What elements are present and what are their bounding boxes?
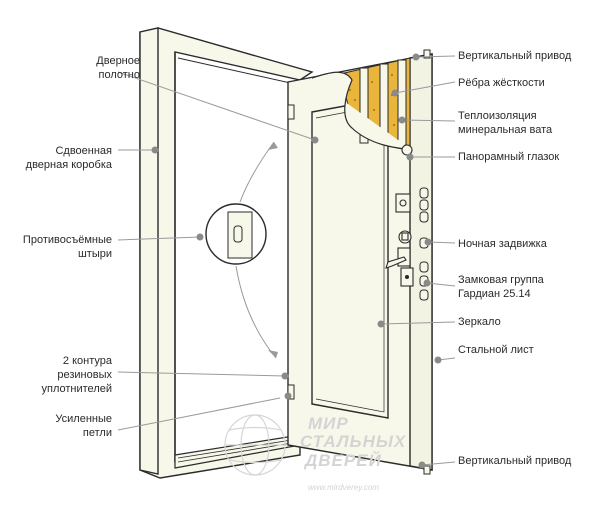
watermark-globe	[224, 414, 286, 476]
door-frame	[139, 27, 314, 479]
label-peephole: Панорамный глазок	[458, 150, 559, 164]
watermark-url: www.mirdverey.com	[308, 483, 379, 492]
cutaway	[311, 57, 413, 151]
leader-insulation-dot	[398, 116, 406, 124]
label-door-leaf: Дверное полотно	[96, 54, 140, 82]
label-reinforced-hinges: Усиленные петли	[55, 412, 112, 440]
label-line: уплотнителей	[41, 383, 112, 395]
label-lock-group: Замковая группа Гардиан 25.14	[458, 273, 544, 301]
leader-lock-group	[426, 282, 456, 287]
leader-door-leaf-dot	[311, 136, 319, 144]
leader-night-latch	[427, 241, 456, 244]
label-mirror: Зеркало	[458, 315, 501, 329]
label-line: штыри	[77, 248, 112, 260]
lock-hardware	[385, 144, 414, 287]
pins-magnifier	[205, 141, 278, 359]
label-line: Вертикальный привод	[458, 455, 572, 467]
leader-lock-group-dot	[423, 279, 431, 287]
label-double-frame: Сдвоенная дверная коробка	[26, 144, 112, 172]
leader-door-leaf	[117, 71, 316, 141]
label-line: Ночная задвижка	[458, 238, 547, 250]
leader-stiffeners-dot	[391, 89, 399, 97]
label-line: Противосъёмные	[22, 234, 112, 246]
leader-vertical-drive-top	[415, 55, 456, 58]
label-line: Стальной лист	[458, 344, 534, 356]
leader-rubber-seals-dot	[281, 372, 289, 380]
leader-lines	[117, 53, 456, 469]
watermark-line-2: СТАЛЬНЫХ	[300, 432, 407, 451]
label-insulation: Теплоизоляция минеральная вата	[458, 109, 552, 137]
label-vertical-drive-bottom: Вертикальный привод	[458, 454, 571, 468]
label-line: Теплоизоляция	[458, 110, 537, 122]
leader-anti-removal-pins-dot	[196, 233, 204, 241]
label-line: 2 контура	[62, 355, 112, 367]
label-line: резиновых	[57, 369, 112, 381]
leader-steel-sheet-dot	[434, 356, 442, 364]
label-line: Замковая группа	[458, 274, 544, 286]
leader-rubber-seals	[117, 371, 286, 377]
leader-insulation	[401, 119, 456, 122]
label-line: петли	[82, 427, 112, 439]
leader-vertical-drive-bottom-dot	[418, 461, 426, 469]
leader-mirror	[380, 321, 456, 325]
label-steel-sheet: Стальной лист	[458, 343, 534, 357]
leader-night-latch-dot	[424, 238, 432, 246]
leader-vertical-drive-bottom	[421, 461, 456, 466]
label-vertical-drive-top: Вертикальный привод	[458, 49, 571, 63]
leader-anti-removal-pins	[117, 236, 201, 241]
label-line: Панорамный глазок	[458, 151, 560, 163]
leader-peephole-dot	[406, 153, 414, 161]
label-line: Сдвоенная	[55, 145, 112, 157]
leader-mirror-dot	[377, 320, 385, 328]
label-line: Вертикальный привод	[458, 50, 572, 62]
watermark-line-3: ДВЕРЕЙ	[305, 451, 382, 470]
label-night-latch: Ночная задвижка	[458, 237, 547, 251]
label-line: Рёбра жёсткости	[458, 77, 545, 89]
watermark-line-1: МИР	[308, 414, 349, 433]
label-stiffeners: Рёбра жёсткости	[458, 76, 545, 90]
label-line: минеральная вата	[458, 124, 553, 136]
leader-double-frame-dot	[151, 146, 159, 154]
bolts	[419, 49, 431, 475]
label-line: полотно	[98, 69, 140, 81]
leader-reinforced-hinges	[117, 397, 281, 431]
leader-vertical-drive-top-dot	[412, 53, 420, 61]
label-line: Усиленные	[55, 413, 112, 425]
label-rubber-seals: 2 контура резиновых уплотнителей	[42, 354, 112, 396]
leader-stiffeners	[394, 81, 456, 94]
hinges	[287, 104, 295, 400]
label-line: Дверное	[96, 55, 140, 67]
label-line: Зеркало	[458, 316, 501, 328]
label-line: Гардиан 25.14	[458, 288, 531, 300]
leader-reinforced-hinges-dot	[284, 392, 292, 400]
label-anti-removal-pins: Противосъёмные штыри	[23, 233, 112, 261]
label-line: дверная коробка	[25, 159, 112, 171]
